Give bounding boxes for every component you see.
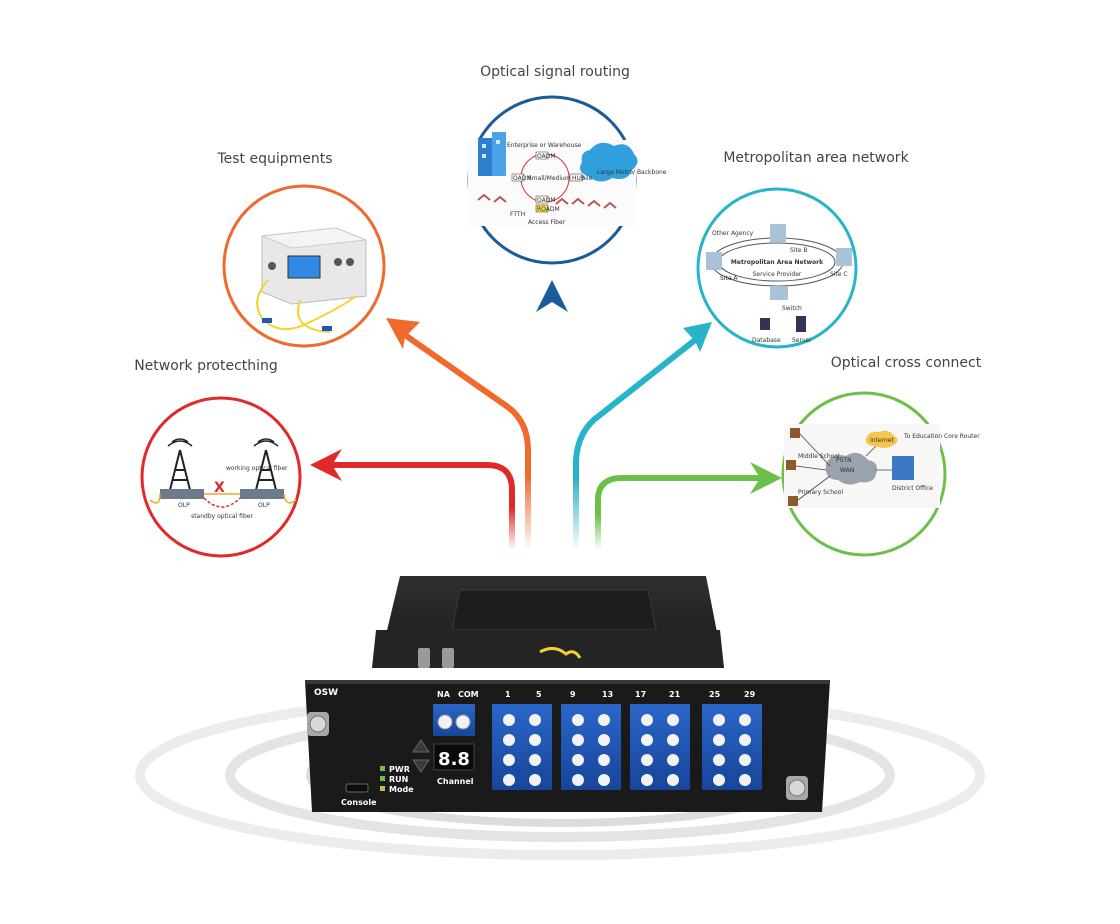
led-icon — [380, 766, 385, 771]
tower-icon — [253, 438, 279, 491]
port-label-5: 5 — [536, 690, 542, 699]
label-network-protecting: Network protecthing — [134, 358, 278, 374]
circle-test-equipments — [222, 184, 386, 348]
routing-large-metro: Large Metro/ Backbone — [597, 169, 667, 176]
building-icon-site-b — [770, 224, 786, 242]
metro-switch: Switch — [782, 305, 802, 312]
arrow-network-protecting — [310, 449, 515, 550]
metro-other-agency: Other Agency — [712, 230, 754, 237]
led-pwr-label: PWR — [389, 765, 410, 774]
olp-right-device — [240, 489, 284, 499]
port-na-label: NA — [437, 690, 451, 699]
cross-high-school: Middle School — [798, 453, 840, 460]
cloud-icon-wan — [825, 452, 877, 485]
down-button[interactable] — [412, 759, 430, 773]
console-label: Console — [341, 798, 377, 807]
routing-ftth: FTTH — [510, 211, 525, 218]
label-test-equipments: Test equipments — [216, 151, 332, 167]
switch-icon — [770, 286, 788, 300]
led-mode-label: Mode — [389, 785, 414, 794]
routing-node-c: OADM — [537, 197, 556, 204]
cross-internet: Internet — [870, 437, 894, 444]
routing-enterprise: Enterprise or Warehouse — [507, 142, 581, 149]
screw-icon — [786, 776, 808, 800]
console-port[interactable] — [345, 783, 369, 793]
school-icon-3 — [788, 496, 798, 506]
circle-optical-signal-routing: Enterprise or Warehouse Small/Medium Mob… — [467, 95, 667, 265]
protect-olp-right: OLP — [258, 502, 270, 509]
routing-node-a: OADM — [537, 153, 556, 160]
device-model: OSW — [314, 688, 338, 698]
metro-site-c: Site C — [830, 271, 848, 278]
building-icon-site-c — [836, 248, 852, 266]
port-label-17: 17 — [635, 690, 646, 699]
circle-optical-cross-connect: Internet PSTN WAN Middle School Primary … — [781, 391, 980, 557]
port-label-29: 29 — [744, 690, 756, 699]
led-run-label: RUN — [389, 775, 408, 784]
database-icon — [760, 318, 770, 330]
label-metropolitan-area-network: Metropolitan area network — [723, 150, 909, 166]
metro-database: Database — [752, 337, 781, 344]
label-optical-signal-routing: Optical signal routing — [480, 64, 630, 80]
routing-node-d: HUB — [572, 175, 585, 182]
school-icon-2 — [786, 460, 796, 470]
osw-device: OSW Console PWR RUN Mode NA COM 8.8 — [305, 576, 830, 812]
port-com-label: COM — [458, 690, 479, 699]
routing-access-fiber: Access Fiber — [528, 219, 566, 226]
protect-working: working optical fiber — [226, 465, 288, 472]
cross-district-office: District Office — [892, 485, 933, 492]
arrow-optical-signal-routing — [536, 280, 568, 550]
server-icon — [796, 316, 806, 332]
school-icon-1 — [790, 428, 800, 438]
tower-icon — [167, 438, 193, 491]
routing-small-medium: Small/Medium Mobile — [528, 175, 593, 182]
arrow-metropolitan-area-network — [573, 322, 712, 550]
break-mark-icon: X — [214, 480, 225, 496]
channel-label: Channel — [437, 777, 474, 786]
circle-metropolitan-area-network: Metropolitan Area Network Service Provid… — [696, 187, 858, 349]
channel-display — [433, 743, 475, 771]
cross-pstn: PSTN — [836, 457, 852, 464]
port-bank-2[interactable] — [561, 704, 621, 790]
cross-primary-school: Primary School — [798, 489, 843, 496]
cross-other: To Education Core Router — [903, 433, 980, 440]
building-icon-site-a — [706, 252, 722, 270]
cross-wan: WAN — [840, 467, 854, 474]
metro-server: Server — [792, 337, 812, 344]
arrow-optical-cross-connect — [595, 462, 782, 550]
cloud-icon-internet — [865, 430, 898, 448]
cloud-icon — [580, 142, 638, 182]
metro-site-b: Site B — [790, 247, 808, 254]
metro-site-a: Site A — [720, 275, 738, 282]
port-label-13: 13 — [602, 690, 613, 699]
port-label-21: 21 — [669, 690, 681, 699]
label-optical-cross-connect: Optical cross connect — [831, 355, 982, 371]
channel-display-value: 8.8 — [438, 749, 470, 770]
building-icon — [478, 132, 506, 176]
metro-title: Metropolitan Area Network — [731, 259, 824, 266]
screw-icon — [307, 712, 329, 736]
metro-service-provider: Service Provider — [753, 271, 802, 278]
routing-node-b: OADM — [513, 175, 532, 182]
routing-node-e: ROADM — [537, 206, 560, 213]
led-icon — [380, 776, 385, 781]
port-label-9: 9 — [570, 690, 576, 699]
protect-olp-left: OLP — [178, 502, 190, 509]
test-equipment-screen — [287, 255, 321, 279]
olp-left-device — [160, 489, 204, 499]
port-label-25: 25 — [709, 690, 721, 699]
port-bank-3[interactable] — [630, 704, 690, 790]
port-bank-1[interactable] — [492, 704, 552, 790]
up-button[interactable] — [412, 739, 430, 753]
port-label-1: 1 — [505, 690, 511, 699]
port-bank-4[interactable] — [702, 704, 762, 790]
arrow-test-equipments — [386, 318, 531, 550]
circle-network-protecting: X working optical fiber standby optical … — [140, 396, 302, 558]
protect-standby: standby optical fiber — [191, 513, 253, 520]
building-icon-district — [892, 456, 914, 480]
led-icon — [380, 786, 385, 791]
